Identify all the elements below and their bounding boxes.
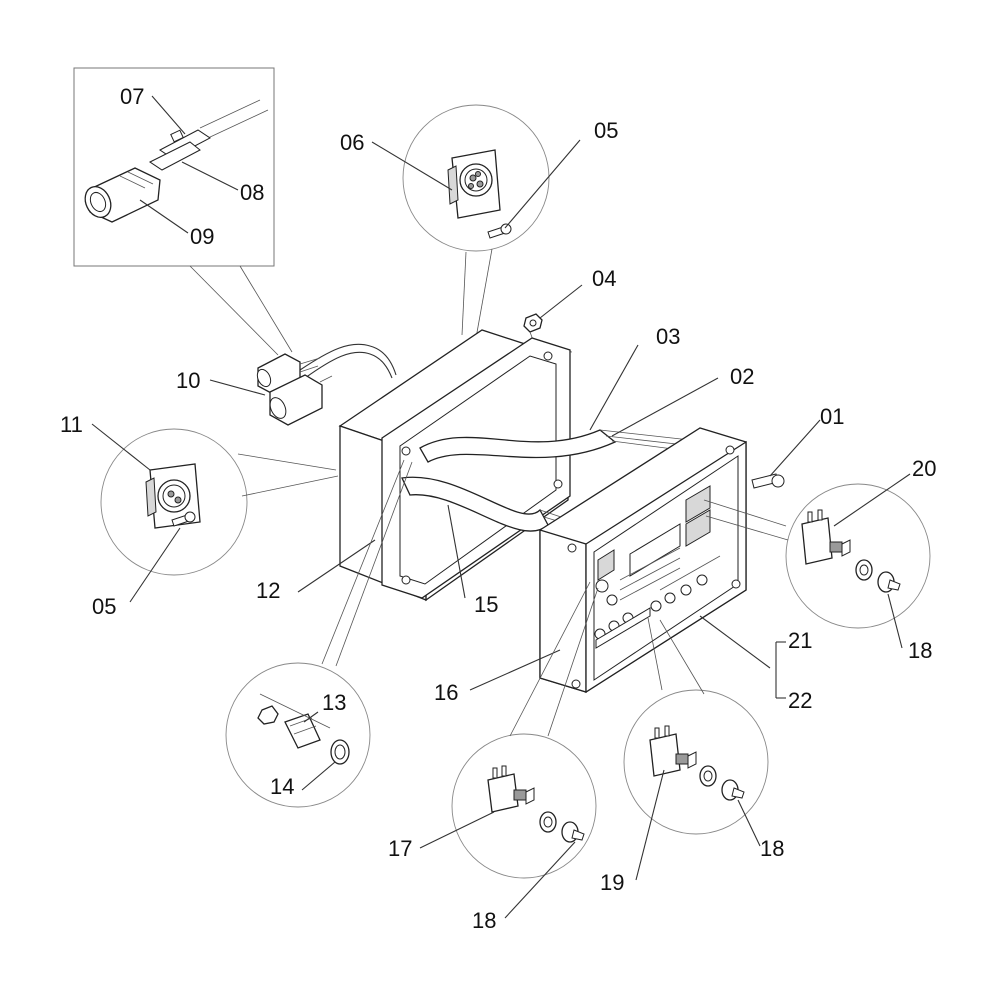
callout-01: 01	[820, 404, 844, 429]
connector-detail-inset	[73, 67, 275, 267]
detail-circle-switch-19	[623, 617, 769, 881]
callout-21: 21	[788, 628, 812, 653]
callout-12: 12	[256, 578, 280, 603]
callout-04: 04	[592, 266, 616, 291]
plug-housing	[84, 167, 161, 223]
callout-07: 07	[120, 84, 144, 109]
panel-screw	[751, 419, 821, 489]
callout-22: 22	[788, 688, 812, 713]
callout-05-top: 05	[594, 118, 618, 143]
detail-circle-socket-top	[371, 104, 581, 339]
callout-02: 02	[730, 364, 754, 389]
callout-16: 16	[434, 680, 458, 705]
callout-14: 14	[270, 774, 294, 799]
callout-18-middle: 18	[760, 836, 784, 861]
callout-20: 20	[912, 456, 936, 481]
detail-circle-fuse-holder	[225, 459, 413, 808]
callout-18-right: 18	[908, 638, 932, 663]
callout-17: 17	[388, 836, 412, 861]
callout-10: 10	[176, 368, 200, 393]
harness-connector	[209, 353, 333, 426]
callout-13: 13	[322, 690, 346, 715]
callout-05-left: 05	[92, 594, 116, 619]
callout-11: 11	[60, 412, 83, 437]
callout-03: 03	[656, 324, 680, 349]
detail-circle-socket-left	[91, 423, 339, 603]
detail-circle-switch-20	[703, 473, 931, 649]
callout-15: 15	[474, 592, 498, 617]
callout-08: 08	[240, 180, 264, 205]
callout-18-bottom: 18	[472, 908, 496, 933]
callout-19: 19	[600, 870, 624, 895]
rear-housing	[297, 329, 571, 602]
detail-circle-switch-17	[419, 581, 599, 919]
callout-06: 06	[340, 130, 364, 155]
callout-09: 09	[190, 224, 214, 249]
front-control-panel	[469, 427, 771, 694]
